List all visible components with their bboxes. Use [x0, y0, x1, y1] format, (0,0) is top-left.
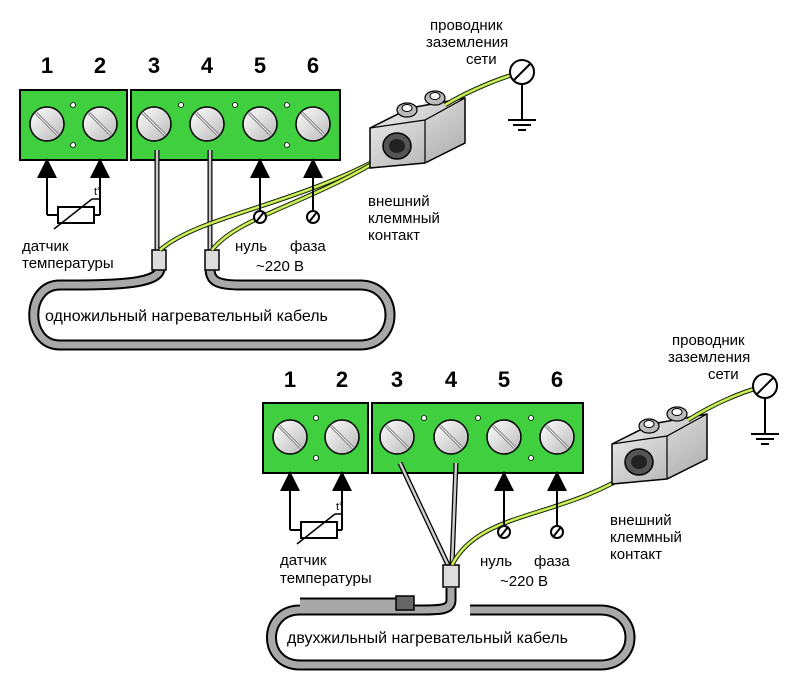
screw-icon — [188, 105, 226, 143]
voltage-label: ~220 В — [256, 258, 304, 275]
screw-icon — [294, 105, 332, 143]
cable-label: двухжильный нагревательный кабель — [287, 630, 568, 647]
external-contact-label: контакт — [610, 546, 662, 563]
terminal-number: 2 — [94, 53, 106, 78]
ground-conductor-label: сети — [466, 51, 497, 68]
phase-label: фаза — [290, 238, 326, 255]
neutral-label: нуль — [235, 238, 267, 255]
sensor-label: датчик — [280, 552, 327, 569]
screw-icon — [81, 105, 119, 143]
ground-conductor-label: проводник — [430, 17, 503, 34]
ground-conductor-label: сети — [708, 366, 739, 383]
external-contact-label: контакт — [368, 227, 420, 244]
neutral-connection-icon — [497, 525, 511, 539]
wire-terminal-icon — [442, 564, 460, 588]
external-contact-label: клеммный — [610, 529, 682, 546]
neutral-label: нуль — [480, 553, 512, 570]
screw-icon — [538, 418, 576, 456]
svg-text:t°: t° — [336, 501, 343, 513]
wire-terminal-icon — [395, 595, 415, 611]
screw-icon — [378, 418, 416, 456]
sensor-label: температуры — [22, 255, 114, 272]
phase-label: фаза — [534, 553, 570, 570]
terminal-number: 1 — [41, 53, 53, 78]
terminal-number: 3 — [391, 367, 403, 392]
bottom-diagram: 1 2 3 4 5 6 — [262, 332, 780, 671]
thermistor-icon — [296, 513, 344, 545]
terminal-number: 1 — [284, 367, 296, 392]
thermistor-icon — [53, 198, 101, 230]
voltage-label: ~220 В — [500, 573, 548, 590]
terminal-number: 3 — [148, 53, 160, 78]
screw-icon — [241, 105, 279, 143]
cable-label: одножильный нагревательный кабель — [45, 308, 328, 325]
ground-conductor-label: заземления — [668, 349, 750, 366]
sensor-label: датчик — [22, 238, 69, 255]
ground-symbol-icon — [507, 59, 537, 131]
wire-terminal-icon — [204, 249, 220, 271]
external-contact-label: клеммный — [368, 210, 440, 227]
wire-terminal-icon — [151, 249, 167, 271]
terminal-number: 5 — [498, 367, 510, 392]
terminal-number: 6 — [307, 53, 319, 78]
screw-icon — [271, 418, 309, 456]
screw-icon — [485, 418, 523, 456]
ground-conductor-label: проводник — [672, 332, 745, 349]
phase-connection-icon — [306, 210, 320, 224]
screw-icon — [432, 418, 470, 456]
top-diagram: 1 2 3 4 5 6 — [19, 17, 537, 351]
neutral-connection-icon — [253, 210, 267, 224]
screw-icon — [28, 105, 66, 143]
terminal-number: 2 — [336, 367, 348, 392]
external-contact-label: внешний — [610, 512, 672, 529]
screw-icon — [323, 418, 361, 456]
terminal-number: 6 — [551, 367, 563, 392]
terminal-number: 4 — [445, 367, 458, 392]
ground-conductor-label: заземления — [426, 34, 508, 51]
terminal-number: 5 — [254, 53, 266, 78]
svg-text:t°: t° — [94, 186, 101, 198]
terminal-number: 4 — [201, 53, 214, 78]
sensor-label: температуры — [280, 570, 372, 587]
external-contact-label: внешний — [368, 193, 430, 210]
phase-connection-icon — [550, 525, 564, 539]
ground-symbol-icon — [750, 373, 780, 445]
screw-icon — [135, 105, 173, 143]
